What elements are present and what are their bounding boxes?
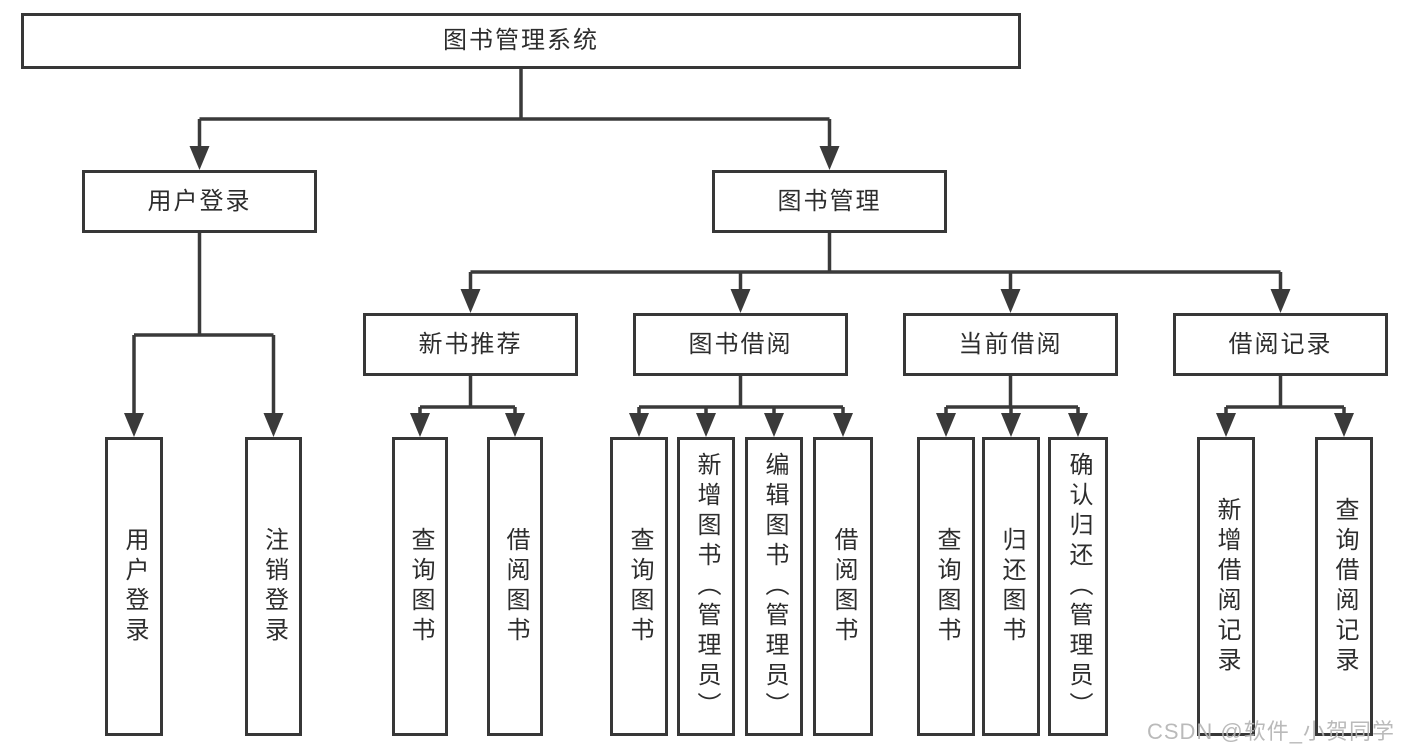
diagram-node-v-nb-borrow: 借阅图书 xyxy=(487,437,543,736)
diagram-node-records: 借阅记录 xyxy=(1173,313,1388,376)
diagram-node-current: 当前借阅 xyxy=(903,313,1118,376)
diagram-node-v-login: 用户登录 xyxy=(105,437,163,736)
diagram-node-login: 用户登录 xyxy=(82,170,317,233)
node-label-v-cur-return: 归还图书 xyxy=(998,526,1025,647)
node-label-mgmt: 图书管理 xyxy=(777,187,882,215)
node-label-v-rec-query: 查询借阅记录 xyxy=(1331,496,1358,677)
node-label-v-rec-add: 新增借阅记录 xyxy=(1213,496,1240,677)
diagram-node-v-rec-add: 新增借阅记录 xyxy=(1197,437,1255,736)
diagram-node-v-bw-borrow: 借阅图书 xyxy=(813,437,873,736)
arrowhead-down-icon xyxy=(764,413,784,437)
arrowhead-down-icon xyxy=(819,146,840,170)
node-label-v-bw-borrow: 借阅图书 xyxy=(830,526,857,647)
diagram-node-mgmt: 图书管理 xyxy=(712,170,947,233)
node-label-v-cur-confirm: 确认归还（管理员） xyxy=(1065,451,1092,722)
arrowhead-down-icon xyxy=(505,413,525,437)
arrowhead-down-icon xyxy=(410,413,430,437)
arrowhead-down-icon xyxy=(124,413,144,437)
diagram-node-v-cur-confirm: 确认归还（管理员） xyxy=(1048,437,1108,736)
node-label-v-bw-add: 新增图书（管理员） xyxy=(693,451,720,722)
arrowhead-down-icon xyxy=(696,413,716,437)
arrowhead-down-icon xyxy=(1000,289,1021,313)
arrowhead-down-icon xyxy=(833,413,853,437)
node-label-newbook: 新书推荐 xyxy=(418,330,523,358)
diagram-node-root: 图书管理系统 xyxy=(21,13,1021,69)
diagram-node-v-logout: 注销登录 xyxy=(245,437,302,736)
arrowhead-down-icon xyxy=(1068,413,1088,437)
node-label-current: 当前借阅 xyxy=(958,330,1063,358)
node-label-v-nb-borrow: 借阅图书 xyxy=(502,526,529,647)
arrowhead-down-icon xyxy=(263,413,284,437)
diagram-node-v-bw-query: 查询图书 xyxy=(610,437,668,736)
arrowhead-down-icon xyxy=(1334,413,1354,437)
arrowhead-down-icon xyxy=(629,413,649,437)
node-label-v-nb-query: 查询图书 xyxy=(407,526,434,647)
diagram-node-v-cur-query: 查询图书 xyxy=(917,437,975,736)
arrowhead-down-icon xyxy=(460,289,481,313)
node-label-v-login: 用户登录 xyxy=(121,526,148,647)
arrowhead-down-icon xyxy=(1270,289,1291,313)
node-label-v-bw-query: 查询图书 xyxy=(626,526,653,647)
node-label-v-bw-edit: 编辑图书（管理员） xyxy=(761,451,788,722)
arrowhead-down-icon xyxy=(1216,413,1236,437)
arrowhead-down-icon xyxy=(189,146,210,170)
diagram-node-v-nb-query: 查询图书 xyxy=(392,437,448,736)
diagram-node-v-bw-add: 新增图书（管理员） xyxy=(677,437,735,736)
node-label-root: 图书管理系统 xyxy=(443,27,599,54)
diagram-node-v-cur-return: 归还图书 xyxy=(982,437,1040,736)
node-label-v-logout: 注销登录 xyxy=(260,526,288,647)
diagram-node-newbook: 新书推荐 xyxy=(363,313,578,376)
diagram-node-borrow: 图书借阅 xyxy=(633,313,848,376)
node-label-borrow: 图书借阅 xyxy=(688,330,793,358)
node-label-v-cur-query: 查询图书 xyxy=(933,526,960,647)
node-label-records: 借阅记录 xyxy=(1228,330,1333,358)
arrowhead-down-icon xyxy=(936,413,956,437)
arrowhead-down-icon xyxy=(730,289,751,313)
arrowhead-down-icon xyxy=(1001,413,1021,437)
node-label-login: 用户登录 xyxy=(147,187,252,215)
diagram-node-v-rec-query: 查询借阅记录 xyxy=(1315,437,1373,736)
diagram-node-v-bw-edit: 编辑图书（管理员） xyxy=(745,437,803,736)
